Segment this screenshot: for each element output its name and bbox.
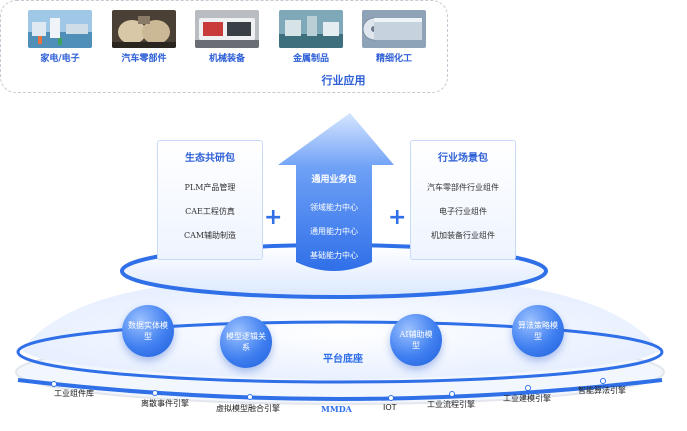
industry-label: 金属制品: [292, 54, 329, 64]
industry-label: 机械装备: [208, 54, 245, 64]
engine-label-iot[interactable]: IOT: [383, 403, 397, 412]
scene-pack-title: 行业场景包: [438, 153, 488, 164]
industry-card-appliance[interactable]: 家电/电子: [28, 10, 92, 64]
general-pack-title: 通用业务包: [311, 175, 357, 185]
engine-dot-icon: [51, 381, 57, 387]
plus-icon: +: [388, 205, 407, 230]
car-interior-photo-icon: [112, 10, 176, 48]
engine-label-process[interactable]: 工业流程引擎: [427, 400, 475, 409]
scene-pack-box: 行业场景包 汽车零部件行业组件 电子行业组件 机加装备行业组件: [410, 140, 516, 260]
general-arrow: [278, 113, 394, 271]
engine-dot-icon: [152, 390, 158, 396]
engine-label-mmda[interactable]: MMDA: [321, 404, 352, 414]
industry-application-panel: 家电/电子 汽车零部件 机械装备: [0, 0, 448, 93]
capability-label: 模型逻辑关系: [226, 332, 266, 352]
general-pack-item: 通用能力中心: [310, 227, 358, 236]
industry-card-metal[interactable]: 金属制品: [279, 10, 343, 64]
industry-application-title: 行业应用: [321, 74, 366, 87]
capability-bubble-data-entity[interactable]: 数据实体模型: [122, 305, 174, 357]
industry-card-auto-parts[interactable]: 汽车零部件: [112, 10, 176, 64]
engine-label-intelligent-algo[interactable]: 智能算法引擎: [578, 386, 626, 395]
engine-dot-icon: [600, 378, 606, 384]
eco-pack-box: 生态共研包 PLM产品管理 CAE工程仿真 CAM辅助制造: [157, 140, 263, 260]
capability-bubble-ai-assist[interactable]: AI辅助模型: [390, 314, 442, 366]
engine-dot-icon: [449, 391, 455, 397]
platform-cone: [22, 285, 660, 380]
industry-label: 家电/电子: [40, 54, 80, 64]
capability-bubble-algorithm[interactable]: 算法策略模型: [512, 305, 564, 357]
engine-dot-icon: [388, 395, 394, 401]
engine-track: [17, 378, 663, 401]
engine-label-discrete-event[interactable]: 离散事件引擎: [141, 399, 189, 408]
engine-label-virtual-fusion[interactable]: 虚拟模型融合引擎: [216, 404, 280, 413]
platform-title: 平台底座: [323, 354, 363, 365]
engine-label-modeling[interactable]: 工业建模引擎: [503, 394, 551, 403]
capability-label: 算法策略模型: [518, 321, 558, 341]
capability-bubble-model-logic[interactable]: 模型逻辑关系: [220, 316, 272, 368]
engine-dot-icon: [525, 385, 531, 391]
industry-label: 汽车零部件: [121, 54, 167, 64]
machinery-photo-icon: [195, 10, 259, 48]
industry-card-machinery[interactable]: 机械装备: [195, 10, 259, 64]
general-pack-stack: 通用业务包 领域能力中心 通用能力中心 基础能力中心: [296, 168, 372, 268]
chemical-rolls-photo-icon: [362, 10, 426, 48]
industry-card-chemical[interactable]: 精细化工: [362, 10, 426, 64]
capability-label: 数据实体模型: [128, 321, 168, 341]
general-pack-item: 基础能力中心: [310, 251, 358, 260]
scene-pack-item: 机加装备行业组件: [431, 231, 495, 240]
engine-label-component-lib[interactable]: 工业组件库: [54, 389, 94, 398]
eco-pack-item: CAM辅助制造: [183, 231, 237, 240]
eco-pack-item: PLM产品管理: [184, 183, 236, 192]
engine-dot-icon: [247, 394, 253, 400]
factory-photo-icon: [28, 10, 92, 48]
plus-icon: +: [264, 205, 283, 230]
metal-workshop-photo-icon: [279, 10, 343, 48]
scene-pack-item: 电子行业组件: [439, 207, 487, 216]
eco-pack-item: CAE工程仿真: [185, 207, 235, 216]
scene-pack-item: 汽车零部件行业组件: [427, 183, 499, 192]
industry-label: 精细化工: [375, 54, 412, 64]
eco-pack-title: 生态共研包: [185, 153, 235, 164]
platform-ring: [16, 320, 664, 384]
capability-label: AI辅助模型: [399, 330, 433, 350]
general-pack-item: 领域能力中心: [310, 203, 358, 212]
